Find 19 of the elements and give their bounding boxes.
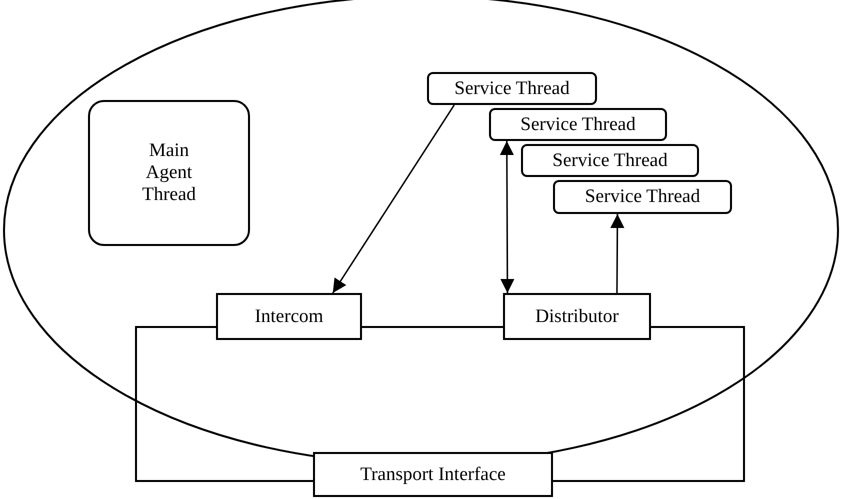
node-label: Main Agent Thread xyxy=(141,140,197,206)
component-box xyxy=(521,144,699,177)
component-box xyxy=(489,108,667,141)
component-box xyxy=(427,72,597,105)
node-label: Service Thread xyxy=(584,186,700,208)
node-label: Service Thread xyxy=(552,150,668,172)
component-box xyxy=(553,180,732,214)
node-label: Service Thread xyxy=(454,78,570,100)
node-label: Intercom xyxy=(254,306,324,328)
component-box xyxy=(503,293,651,340)
arrow xyxy=(610,214,624,293)
component-box xyxy=(313,452,553,497)
arrow xyxy=(332,104,455,294)
node-label: Transport Interface xyxy=(360,464,506,486)
component-box xyxy=(216,293,362,340)
node-label: Distributor xyxy=(535,306,619,328)
arrow xyxy=(500,141,514,293)
thread-box xyxy=(88,100,250,246)
node-label: Service Thread xyxy=(520,114,636,136)
